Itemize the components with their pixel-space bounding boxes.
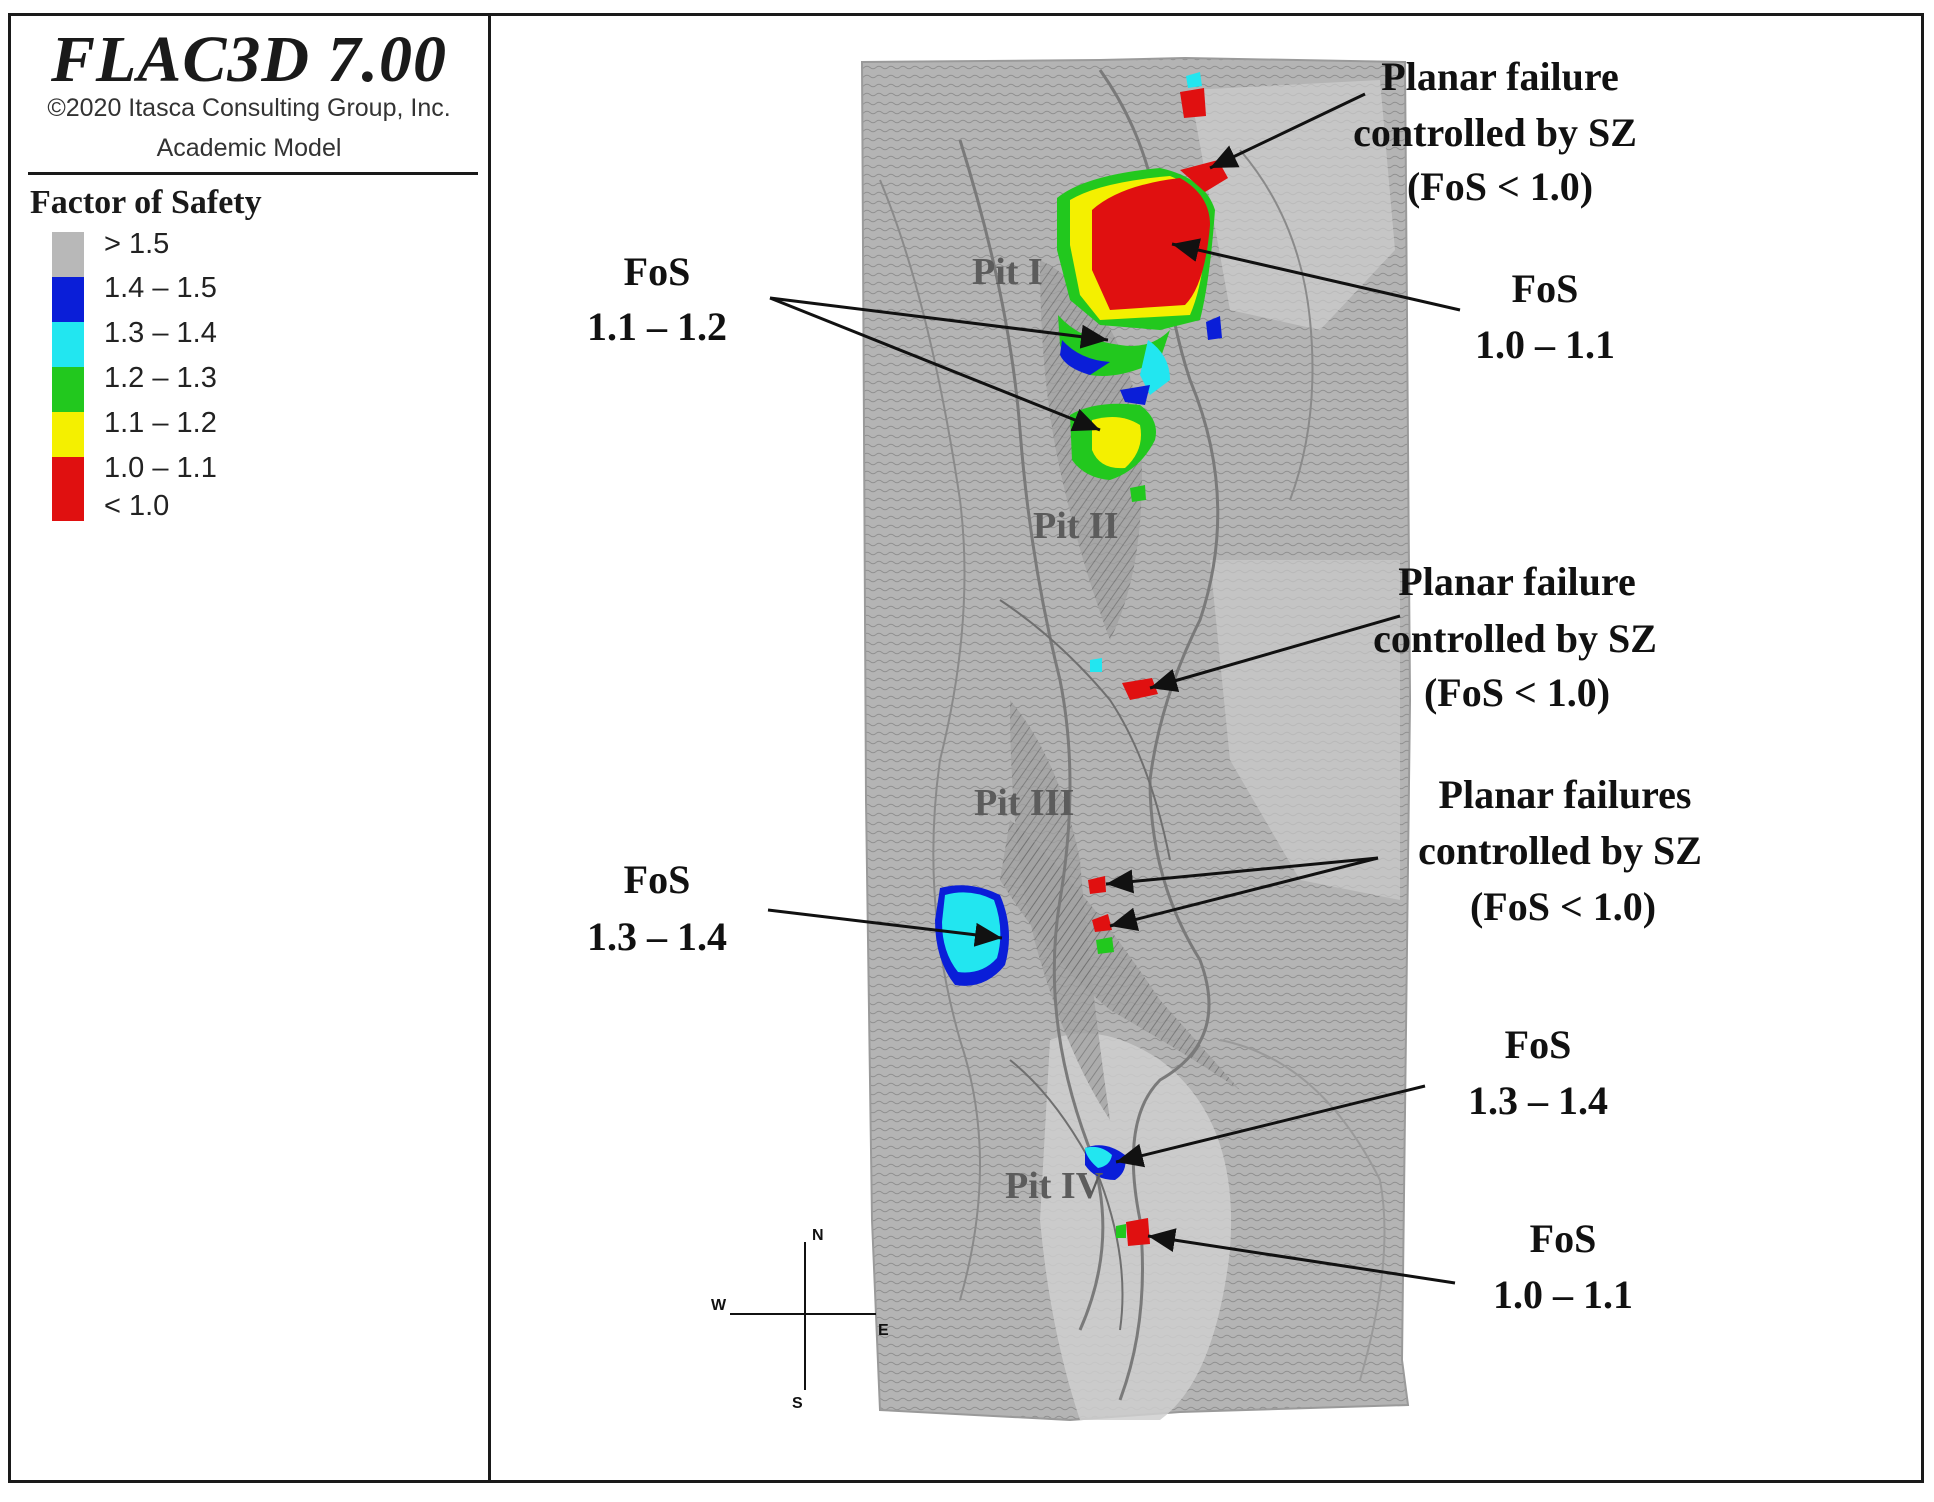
annotation-planar-failure-middle: Planar failure controlled by SZ (FoS < 1… — [1373, 559, 1657, 715]
svg-text:(FoS < 1.0): (FoS < 1.0) — [1407, 164, 1593, 209]
header-rule — [28, 172, 478, 175]
legend-tick: 1.0 – 1.1 — [104, 452, 217, 484]
svg-text:controlled by SZ: controlled by SZ — [1418, 828, 1702, 873]
annotation-planar-failure-top: Planar failure controlled by SZ (FoS < 1… — [1353, 54, 1637, 209]
terrain-model — [860, 56, 1412, 1422]
model-canvas: Pit I Pit II Pit III Pit IV Planar failu… — [587, 54, 1702, 1422]
legend-panel: FLAC3D 7.00 ©2020 Itasca Consulting Grou… — [12, 16, 486, 1480]
fos-zone-cyan-pit-iv — [1085, 1146, 1112, 1168]
annotation-fos-1-0-1-1-top: FoS 1.0 – 1.1 — [1475, 266, 1615, 367]
legend-tick: > 1.5 — [104, 228, 170, 260]
svg-text:FoS: FoS — [624, 249, 691, 294]
annotation-fos-1-3-1-4-pit-iv: FoS 1.3 – 1.4 — [1468, 1022, 1608, 1123]
legend-tick: 1.2 – 1.3 — [104, 362, 217, 394]
pit-label-2: Pit II — [1033, 505, 1119, 547]
svg-text:controlled by SZ: controlled by SZ — [1353, 110, 1637, 155]
svg-text:FoS: FoS — [1512, 266, 1579, 311]
panel-divider — [488, 13, 491, 1483]
compass-south-label: S — [792, 1395, 803, 1412]
svg-text:Planar failure: Planar failure — [1381, 54, 1618, 99]
legend-swatch-1-3-1-4 — [52, 322, 84, 367]
fos-zone-red-planar-top — [1180, 160, 1228, 192]
legend-title: Factor of Safety — [30, 184, 262, 221]
svg-text:1.3 – 1.4: 1.3 – 1.4 — [587, 914, 727, 959]
fos-zone-yellow-pit-ii — [1092, 416, 1141, 469]
svg-text:FoS: FoS — [1530, 1216, 1597, 1261]
svg-text:Planar failure: Planar failure — [1398, 559, 1635, 604]
svg-text:1.0 – 1.1: 1.0 – 1.1 — [1493, 1272, 1633, 1317]
annotation-planar-failures-lower: Planar failures controlled by SZ (FoS < … — [1418, 772, 1702, 929]
legend-swatch-1-4-1-5 — [52, 277, 84, 322]
legend-tick: 1.3 – 1.4 — [104, 317, 217, 349]
fos-zone-red-pit-i — [1092, 178, 1210, 310]
annotation-fos-1-0-1-1-pit-iv: FoS 1.0 – 1.1 — [1493, 1216, 1633, 1317]
compass-north-label: N — [812, 1227, 824, 1244]
legend-swatch-1-1-1-2 — [52, 412, 84, 457]
fos-zone-red-planar-middle — [1122, 678, 1158, 700]
compass-west-label: W — [711, 1297, 727, 1314]
svg-text:FoS: FoS — [1505, 1022, 1572, 1067]
app-title: FLAC3D 7.00 — [50, 23, 448, 96]
model-type-text: Academic Model — [156, 134, 342, 162]
svg-text:1.0 – 1.1: 1.0 – 1.1 — [1475, 322, 1615, 367]
svg-text:controlled by SZ: controlled by SZ — [1373, 616, 1657, 661]
legend-swatch-1-2-1-3 — [52, 367, 84, 412]
compass-east-label: E — [878, 1322, 889, 1339]
svg-text:FoS: FoS — [624, 857, 691, 902]
pit-label-4: Pit IV — [1005, 1165, 1104, 1207]
pit-label-1: Pit I — [972, 251, 1043, 293]
legend-tick: < 1.0 — [104, 490, 170, 522]
legend-swatch-1-0-1-1 — [52, 457, 84, 521]
svg-text:(FoS < 1.0): (FoS < 1.0) — [1424, 670, 1610, 715]
svg-text:1.3 – 1.4: 1.3 – 1.4 — [1468, 1078, 1608, 1123]
legend-colorbar — [52, 232, 84, 521]
compass-rose: N S E W — [711, 1227, 889, 1412]
fos-zone-red-pit-iv — [1126, 1218, 1150, 1246]
copyright-text: ©2020 Itasca Consulting Group, Inc. — [47, 94, 451, 122]
annotation-arrows — [767, 92, 1461, 1285]
legend-tick: 1.1 – 1.2 — [104, 407, 217, 439]
annotation-fos-1-3-1-4-west: FoS 1.3 – 1.4 — [587, 857, 727, 959]
svg-text:1.1 – 1.2: 1.1 – 1.2 — [587, 304, 727, 349]
legend-swatch-gt-1-5 — [52, 232, 84, 277]
fos-zone-cyan-west — [942, 892, 1001, 973]
annotation-fos-1-1-1-2: FoS 1.1 – 1.2 — [587, 249, 727, 349]
legend-tick: 1.4 – 1.5 — [104, 272, 217, 304]
pit-label-3: Pit III — [974, 782, 1074, 824]
svg-text:(FoS < 1.0): (FoS < 1.0) — [1470, 884, 1656, 929]
figure-frame — [8, 13, 1924, 1483]
fos-zone-red-top-small — [1180, 88, 1206, 118]
svg-text:Planar failures: Planar failures — [1439, 772, 1692, 817]
